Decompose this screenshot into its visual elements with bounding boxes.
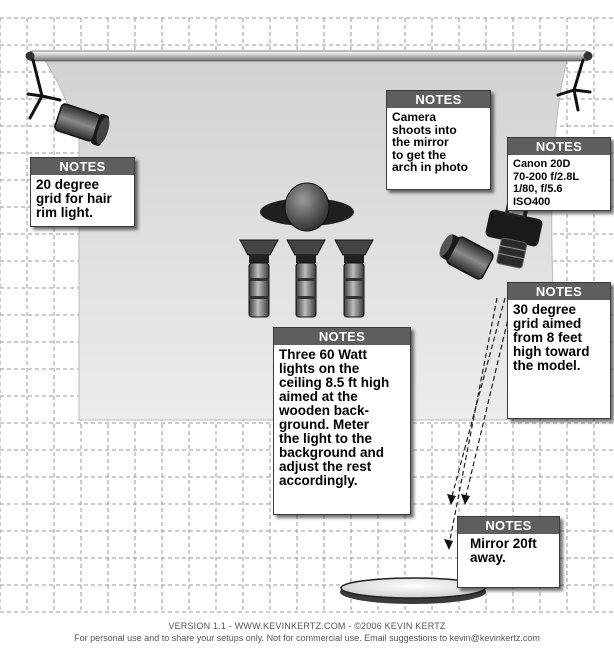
ceiling-lights-group	[239, 239, 374, 318]
notes-header: NOTES	[458, 517, 559, 534]
notes-header: NOTES	[508, 138, 610, 155]
notes-text: 30 degree grid aimed from 8 feet high to…	[513, 302, 590, 373]
notes-camera-settings: NOTES Canon 20D 70-200 f/2.8L 1/80, f/5.…	[507, 137, 611, 211]
footer-version: VERSION 1.1 - WWW.KEVINKERTZ.COM - ©2006…	[168, 621, 446, 631]
right-stand-icon	[556, 58, 592, 112]
hair-light-icon	[54, 103, 110, 146]
notes-header: NOTES	[274, 328, 410, 345]
notes-header: NOTES	[31, 158, 134, 175]
notes-hair-light: NOTES 20 degree grid for hair rim light.	[30, 157, 135, 227]
mirror-icon	[340, 577, 486, 604]
notes-mirror: NOTES Mirror 20ft away.	[457, 516, 560, 588]
footer-disclaimer: For personal use and to share your setup…	[74, 633, 540, 643]
notes-header: NOTES	[387, 91, 490, 108]
ceiling-light-icon	[239, 239, 279, 318]
notes-grid-light: NOTES 30 degree grid aimed from 8 feet h…	[507, 282, 611, 419]
light-path-lines	[448, 297, 514, 546]
ceiling-light-icon	[286, 239, 326, 318]
notes-header: NOTES	[508, 283, 610, 300]
notes-camera-mirror: NOTES Camera shoots into the mirror to g…	[386, 90, 491, 190]
notes-text: Canon 20D 70-200 f/2.8L 1/80, f/5.6 ISO4…	[513, 158, 580, 208]
notes-text: 20 degree grid for hair rim light.	[36, 177, 112, 220]
model-figure	[260, 182, 354, 232]
arrowheads	[444, 494, 470, 550]
left-stand-icon	[26, 58, 62, 120]
notes-ceiling-lights: NOTES Three 60 Watt lights on the ceilin…	[273, 327, 411, 515]
notes-text: Three 60 Watt lights on the ceiling 8.5 …	[279, 347, 390, 488]
backdrop-support-bar	[25, 50, 593, 62]
grid-spotlight-icon	[439, 234, 494, 280]
notes-text: Camera shoots into the mirror to get the…	[392, 110, 468, 174]
notes-text: Mirror 20ft away.	[470, 536, 537, 565]
ceiling-light-icon	[334, 239, 374, 318]
